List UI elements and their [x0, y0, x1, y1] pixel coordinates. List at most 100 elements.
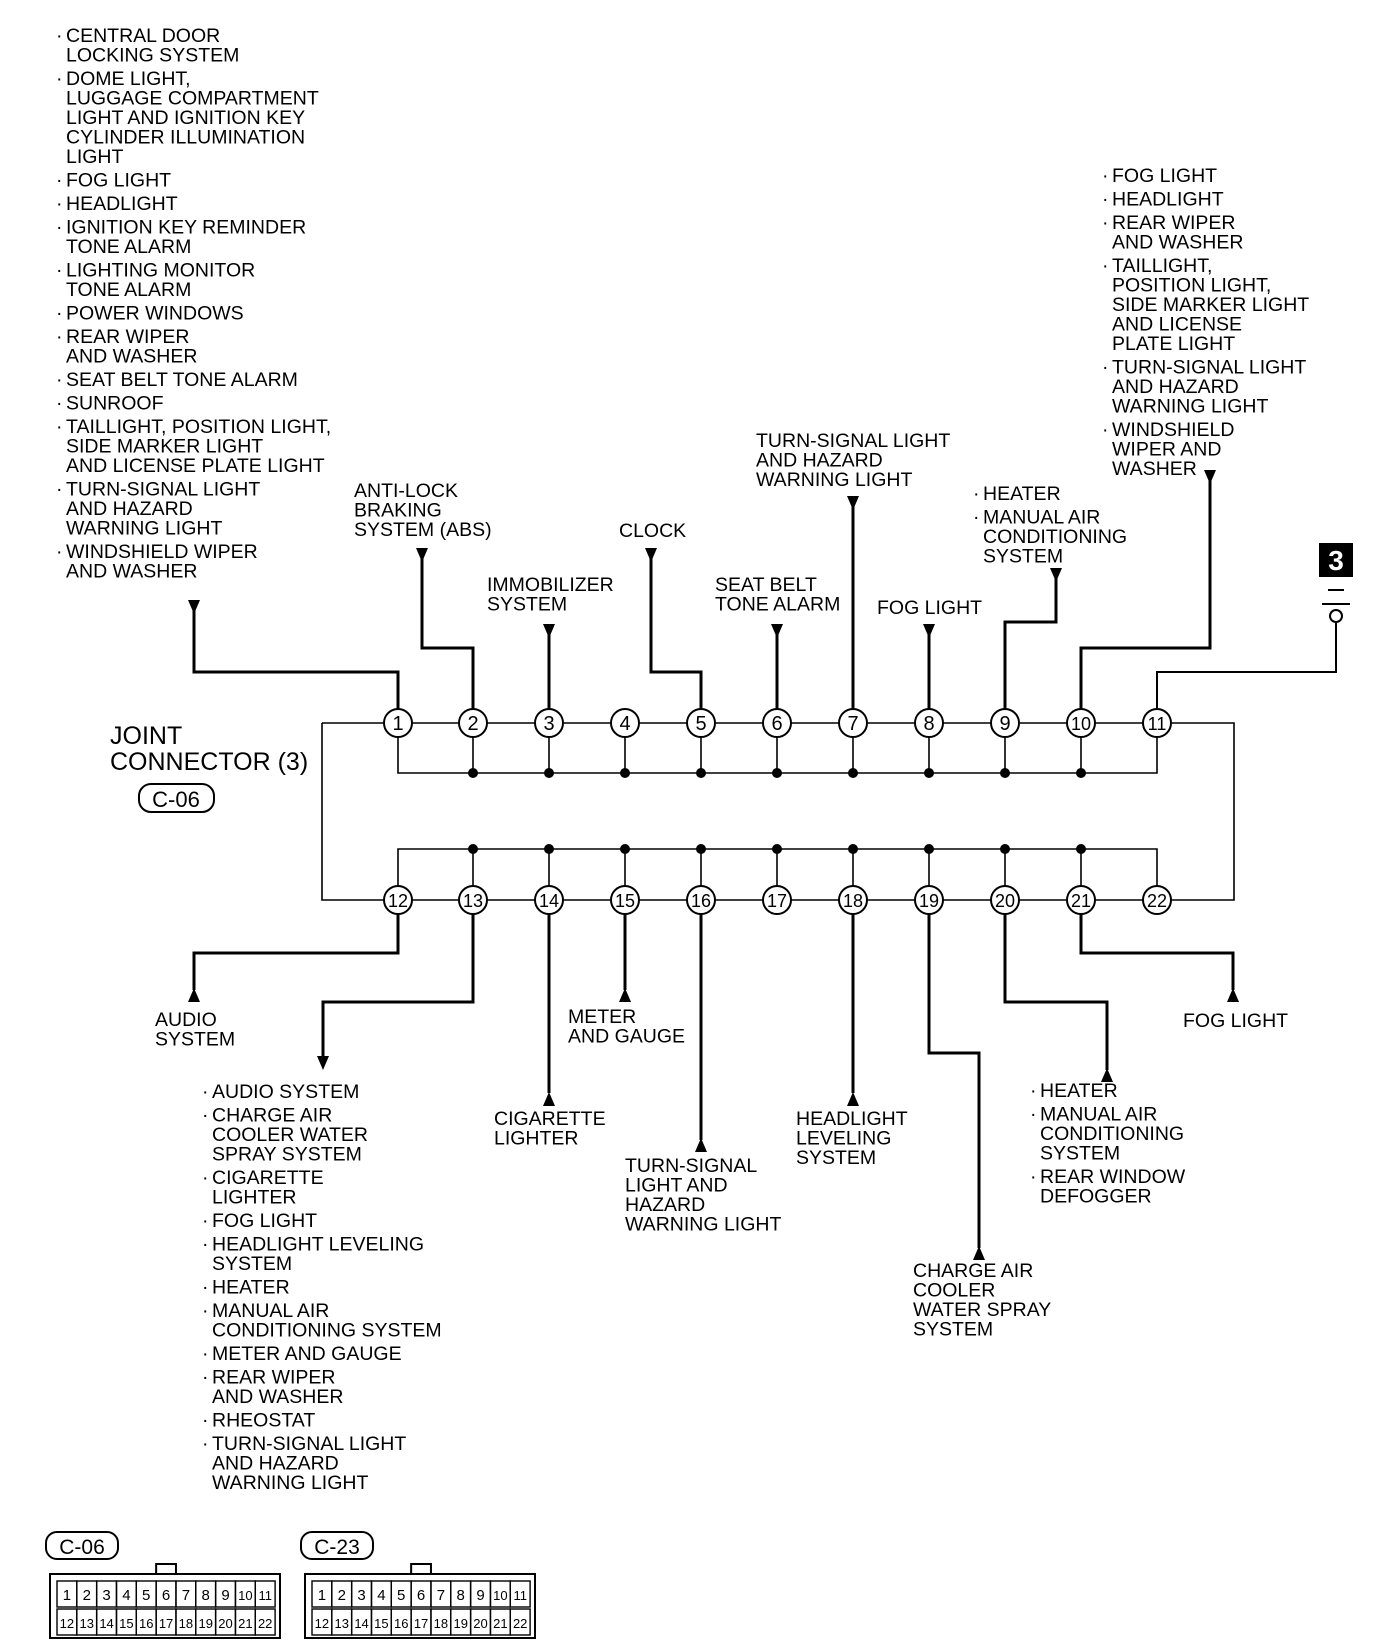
heater-bottom-list-item-1-line: MANUAL AIR [1040, 1104, 1157, 1126]
pin-circle [762, 885, 792, 915]
wire-pin-12 [192, 914, 400, 990]
top-bus-junction [468, 768, 478, 778]
pin-1: 1 [383, 708, 413, 738]
bottom-left-list-item-0: AUDIO SYSTEM [212, 1081, 359, 1103]
bottom-left-list-item-9-line: RHEOSTAT [212, 1410, 315, 1432]
arrow-pin-9 [1050, 568, 1062, 582]
top-left-list-item-6: POWER WINDOWS [66, 303, 244, 325]
connector-face-pin-number: 7 [182, 1587, 190, 1604]
connector-face-pin-number: 6 [417, 1587, 425, 1604]
bottom-bus-junction [544, 844, 554, 854]
connector-face-pin-number: 6 [162, 1587, 170, 1604]
top-right-list-item-4-line: AND HAZARD [1112, 376, 1239, 398]
top-right-list-item-4-line: TURN-SIGNAL LIGHT [1112, 357, 1306, 379]
connector-face-pin-number: 18 [179, 1616, 193, 1631]
pin-number: 16 [691, 891, 711, 911]
wire-pin-1 [192, 602, 400, 709]
pin-number: 19 [919, 891, 939, 911]
connector-face-cell [254, 1608, 276, 1636]
pin-number: 22 [1147, 891, 1167, 911]
heater-top-list-item-1-line: MANUAL AIR [983, 507, 1100, 529]
pin-circle [610, 708, 640, 738]
top-left-list-item-2-line: FOG LIGHT [66, 170, 171, 192]
top-left-list-item-10-line: SIDE MARKER LIGHT [66, 436, 263, 458]
top-right-list-item-5-line: WIPER AND [1112, 439, 1221, 461]
pin-19: 19 [914, 885, 944, 915]
top-left-list-bullet: · [56, 303, 63, 325]
top-right-list-bullet: · [1102, 189, 1109, 211]
connector-face-pin-number: 16 [394, 1616, 408, 1631]
pin-22: 22 [1142, 885, 1172, 915]
top-left-list-bullet: · [56, 416, 63, 438]
top-left-list-item-1-line: LUGGAGE COMPARTMENT [66, 88, 319, 110]
connector-face-code: C-23 [314, 1536, 360, 1559]
label-charge-air-line: COOLER [913, 1280, 995, 1302]
bottom-left-list-item-7: METER AND GAUGE [212, 1343, 402, 1365]
heater-bottom-list-item-0: HEATER [1040, 1080, 1118, 1102]
top-left-list-item-9: SUNROOF [66, 393, 164, 415]
pin-number: 4 [619, 713, 630, 735]
pin-circle [838, 708, 868, 738]
label-turn-signal-bottom-line: HAZARD [625, 1194, 705, 1216]
pin-circle [914, 885, 944, 915]
bottom-left-list-item-3-line: FOG LIGHT [212, 1210, 317, 1232]
top-bus-junction [1076, 768, 1086, 778]
heater-bottom-list-bullet: · [1030, 1166, 1037, 1188]
top-left-list-bullet: · [56, 393, 63, 415]
connector-face-pin-number: 14 [354, 1616, 368, 1631]
pin-10: 10 [1066, 708, 1096, 738]
pin-circle [686, 885, 716, 915]
label-immobilizer-line: IMMOBILIZER [487, 574, 614, 596]
bottom-left-list-bullet: · [202, 1081, 209, 1103]
ground-badge: 3 [1328, 545, 1344, 576]
label-turn-signal-top-line: AND HAZARD [756, 450, 883, 472]
connector-face-code: C-06 [59, 1536, 105, 1559]
top-right-list-item-3: TAILLIGHT,POSITION LIGHT,SIDE MARKER LIG… [1112, 255, 1309, 355]
top-left-list-bullet: · [56, 68, 63, 90]
connector-face-pin-number: 19 [453, 1616, 467, 1631]
top-left-list-item-10-line: TAILLIGHT, POSITION LIGHT, [66, 416, 331, 438]
label-headlight-leveling-line: SYSTEM [796, 1147, 876, 1169]
connector-face-pin-number: 13 [80, 1616, 94, 1631]
top-right-list-item-3-line: PLATE LIGHT [1112, 333, 1235, 355]
arrow-pin-15 [619, 988, 631, 1002]
bottom-left-list-item-10-line: AND HAZARD [212, 1453, 339, 1475]
top-left-list-item-10: TAILLIGHT, POSITION LIGHT,SIDE MARKER LI… [66, 416, 331, 477]
arrow-pin-1 [188, 600, 200, 614]
pin-number: 21 [1071, 891, 1091, 911]
bottom-bus-junction [468, 844, 478, 854]
bottom-bus-junction [924, 844, 934, 854]
top-left-list-bullet: · [56, 326, 63, 348]
pin-17: 17 [762, 885, 792, 915]
heater-top-list-item-1-line: SYSTEM [983, 546, 1063, 568]
bottom-left-list-item-6-line: MANUAL AIR [212, 1300, 329, 1322]
bottom-left-list-item-3: FOG LIGHT [212, 1210, 317, 1232]
pin-number: 8 [923, 713, 934, 735]
bottom-left-list-item-4-line: HEADLIGHT LEVELING [212, 1234, 424, 1256]
box-right-edge [1171, 722, 1235, 901]
pin-number: 9 [999, 713, 1010, 735]
connector-face-pin-number: 11 [513, 1588, 527, 1603]
label-charge-air-line: CHARGE AIR [913, 1260, 1033, 1282]
bottom-left-list-item-1-line: COOLER WATER [212, 1124, 368, 1146]
connector-face-pin-number: 18 [434, 1616, 448, 1631]
connector-face-pin-number: 10 [493, 1588, 507, 1603]
top-left-list-item-7-line: AND WASHER [66, 346, 197, 368]
heater-bottom-list-bullet: · [1030, 1080, 1037, 1102]
top-right-list-item-4-line: WARNING LIGHT [1112, 396, 1268, 418]
bottom-left-list-item-6-line: CONDITIONING SYSTEM [212, 1320, 442, 1342]
top-right-list-item-2-line: AND WASHER [1112, 232, 1243, 254]
top-bus-junction [696, 768, 706, 778]
pin-number: 12 [388, 891, 408, 911]
